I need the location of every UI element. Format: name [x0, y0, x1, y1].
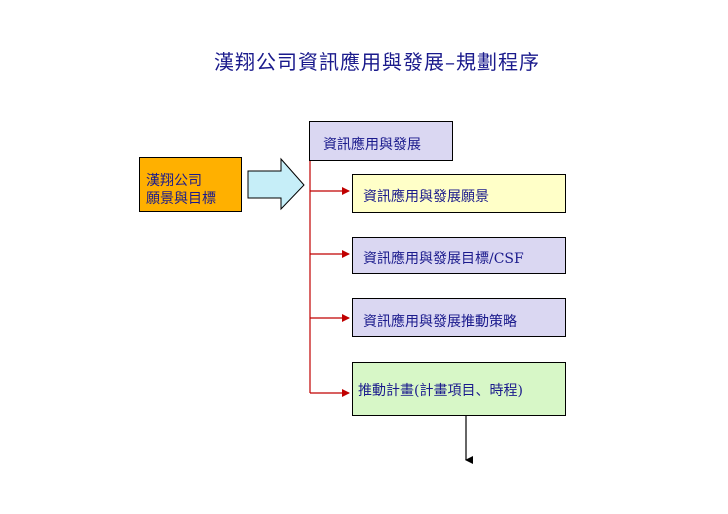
- step-plan-box: 推動計畫(計畫項目、時程): [352, 362, 566, 416]
- page-title: 漢翔公司資訊應用與發展–規劃程序: [214, 50, 540, 74]
- vision-goals-box: 漢翔公司 願景與目標: [139, 157, 242, 212]
- vision-goals-line-2: 願景與目標: [146, 191, 216, 207]
- step-vision-label: 資訊應用與發展願景: [363, 189, 489, 205]
- step-strategy-box: 資訊應用與發展推動策略: [352, 298, 566, 337]
- app-dev-label: 資訊應用與發展: [323, 137, 421, 153]
- vision-goals-line-1: 漢翔公司: [146, 173, 202, 189]
- step-strategy-label: 資訊應用與發展推動策略: [363, 314, 517, 330]
- step-vision-box: 資訊應用與發展願景: [352, 174, 566, 213]
- step-plan-label: 推動計畫(計畫項目、時程): [358, 383, 523, 399]
- step-goals-label: 資訊應用與發展目標/CSF: [363, 251, 524, 267]
- big-arrow-shape: [247, 157, 305, 211]
- app-dev-box: 資訊應用與發展: [309, 121, 453, 161]
- step-goals-box: 資訊應用與發展目標/CSF: [352, 237, 566, 274]
